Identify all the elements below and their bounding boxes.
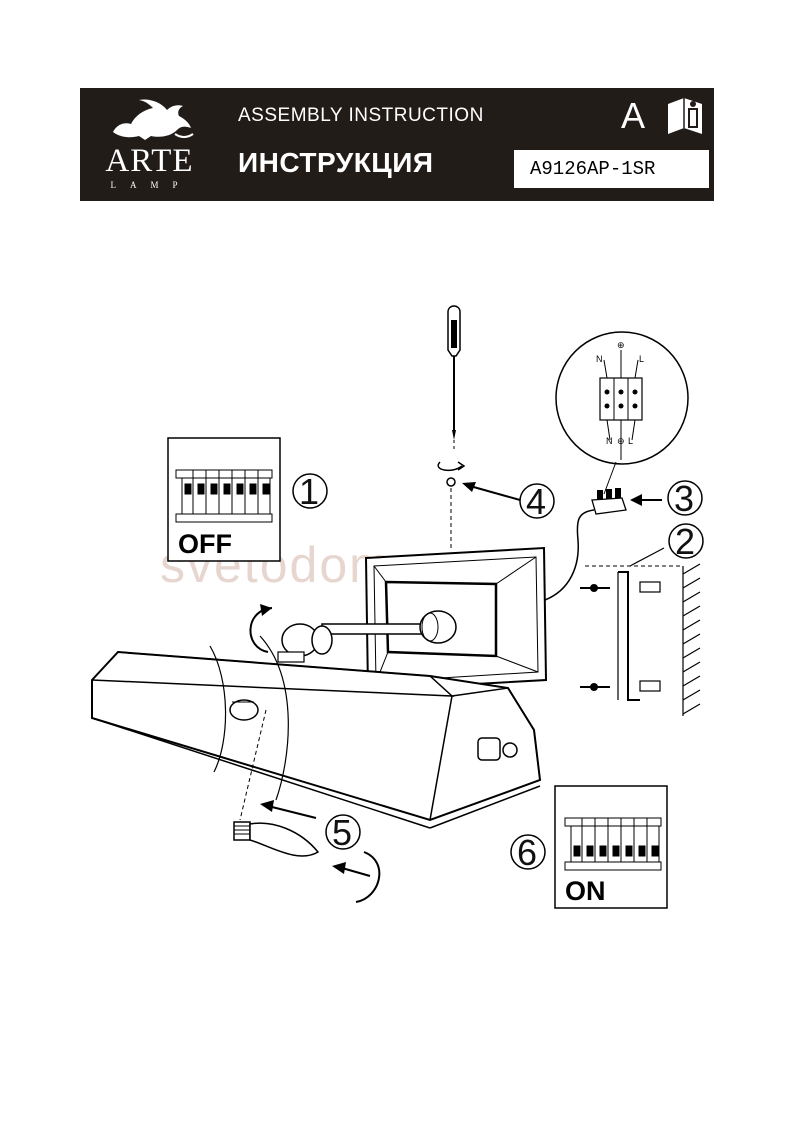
step-marker-4 <box>519 483 555 519</box>
bulb-socket <box>209 635 289 821</box>
lamp-shade <box>91 650 542 829</box>
wire-connector-icon <box>544 488 627 601</box>
step-marker-6 <box>510 834 546 870</box>
terminal-label-n: N <box>596 354 603 364</box>
step-marker-3 <box>667 480 703 516</box>
candle-bulb-icon <box>233 821 320 857</box>
model-number-box: A9126AP-1SR <box>514 150 709 188</box>
terminal-block-detail: N ⊕ L N ⊕ L <box>555 331 689 495</box>
step-number-4: 4 <box>526 481 546 522</box>
switch-state-off: OFF <box>178 529 232 559</box>
step-marker-2 <box>668 523 704 559</box>
wall-hatching <box>682 563 701 716</box>
step-number-6: 6 <box>517 832 537 873</box>
title-russian: ИНСТРУКЦИЯ <box>238 147 434 178</box>
wall-plate <box>364 546 548 692</box>
terminal-label-ground: ⊕ <box>617 340 625 350</box>
step-number-2: 2 <box>675 521 695 562</box>
mounting-bracket <box>580 565 680 701</box>
step-marker-5 <box>325 814 361 850</box>
wire-label-l: L <box>628 436 633 446</box>
step-number-1: 1 <box>299 471 319 512</box>
model-number: A9126AP-1SR <box>530 158 656 180</box>
step-number-3: 3 <box>674 478 694 519</box>
screw-icon <box>446 477 456 487</box>
header-banner: ARTE LAMP ASSEMBLY INSTRUCTION ИНСТРУКЦИ… <box>80 88 714 201</box>
book-info-icon <box>668 98 702 134</box>
language-letter: A <box>621 95 646 136</box>
terminal-label-l: L <box>639 354 644 364</box>
rotate-arrow-icon <box>249 607 273 653</box>
title-english: ASSEMBLY INSTRUCTION <box>238 105 484 126</box>
breaker-panel-off: OFF <box>167 437 281 562</box>
wire-label-n: N <box>606 436 613 446</box>
step-number-5: 5 <box>332 812 352 853</box>
rotate-arrow-icon <box>355 851 381 903</box>
wire-label-ground: ⊕ <box>617 436 625 446</box>
screwdriver-icon <box>447 305 461 452</box>
step-marker-1 <box>292 473 328 509</box>
breaker-panel-on: ON <box>554 785 668 909</box>
lamp-arm <box>277 610 457 663</box>
brand-logo-text: ARTE <box>105 143 194 179</box>
brand-logo-subtext: LAMP <box>110 180 192 190</box>
griffin-logo-icon <box>113 99 194 140</box>
rotate-arrow-icon <box>437 461 463 472</box>
switch-state-on: ON <box>565 876 606 906</box>
